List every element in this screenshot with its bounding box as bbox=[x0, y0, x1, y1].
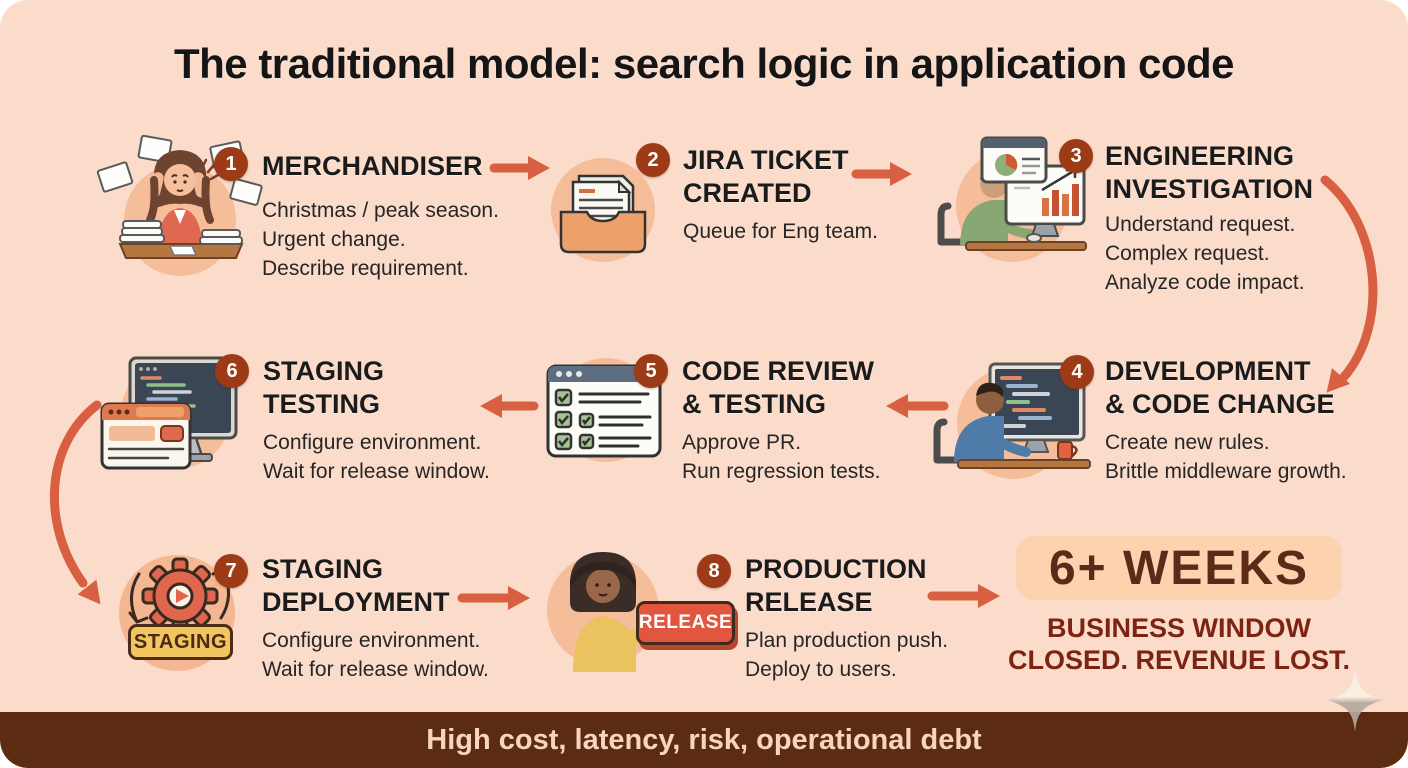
step-number-badge: 6 bbox=[215, 354, 249, 388]
arrow-right-icon bbox=[489, 156, 550, 180]
step-number-badge: 7 bbox=[214, 554, 248, 588]
step-title: JIRA TICKET CREATED bbox=[683, 145, 849, 208]
staging-monitor-illustration bbox=[100, 356, 238, 470]
step-desc: Understand request. Complex request. Ana… bbox=[1105, 213, 1305, 294]
page-title: The traditional model: search logic in a… bbox=[173, 40, 1235, 87]
footer-banner: High cost, latency, risk, operational de… bbox=[0, 712, 1408, 768]
step-desc: Queue for Eng team. bbox=[683, 220, 878, 243]
step-number-badge: 8 bbox=[697, 554, 731, 588]
step-number-badge: 2 bbox=[636, 143, 670, 177]
step-number-badge: 3 bbox=[1059, 139, 1093, 173]
release-button-illustration bbox=[547, 552, 659, 672]
engineer-analytics-illustration bbox=[937, 136, 1087, 262]
step-title: MERCHANDISER bbox=[262, 151, 483, 181]
step-desc: Create new rules. Brittle middleware gro… bbox=[1105, 431, 1347, 483]
arrow-right-icon bbox=[457, 586, 530, 610]
arrow-right-icon bbox=[851, 162, 912, 186]
footer-text: High cost, latency, risk, operational de… bbox=[426, 723, 982, 756]
jira-inbox-tray-illustration bbox=[551, 158, 655, 262]
arrow-right-icon bbox=[927, 584, 1000, 608]
step-desc: Christmas / peak season. Urgent change. … bbox=[262, 199, 499, 280]
step-desc: Configure environment. Wait for release … bbox=[263, 431, 490, 483]
step-title: STAGING DEPLOYMENT bbox=[262, 554, 450, 617]
outcome-pill: 6+ WEEKS bbox=[1016, 536, 1342, 600]
step-title: DEVELOPMENT & CODE CHANGE bbox=[1105, 356, 1335, 419]
sparkle-icon bbox=[1327, 668, 1383, 732]
step-number-badge: 1 bbox=[214, 147, 248, 181]
step-desc: Configure environment. Wait for release … bbox=[262, 629, 489, 681]
step-desc: Plan production push. Deploy to users. bbox=[745, 629, 949, 681]
arrow-left-icon bbox=[886, 394, 949, 418]
step-title: STAGING TESTING bbox=[263, 356, 384, 419]
outcome-headline: 6+ WEEKS bbox=[1048, 541, 1310, 595]
checklist-window-illustration bbox=[546, 358, 662, 462]
step-number-badge: 5 bbox=[634, 354, 668, 388]
curved-arrow-down-icon bbox=[49, 400, 102, 605]
developer-coding-illustration bbox=[933, 362, 1091, 479]
arrow-left-icon bbox=[480, 394, 539, 418]
staging-badge: STAGING bbox=[128, 624, 233, 660]
step-number-badge: 4 bbox=[1060, 355, 1094, 389]
release-button: RELEASE bbox=[636, 601, 735, 645]
curved-arrow-down-icon bbox=[1320, 175, 1378, 393]
step-title: CODE REVIEW & TESTING bbox=[682, 356, 875, 419]
step-title: ENGINEERING INVESTIGATION bbox=[1105, 141, 1314, 204]
stressed-merchandiser-illustration bbox=[96, 134, 263, 276]
step-title: PRODUCTION RELEASE bbox=[745, 554, 927, 617]
outcome-subline: BUSINESS WINDOW CLOSED. REVENUE LOST. bbox=[1007, 613, 1351, 675]
step-desc: Approve PR. Run regression tests. bbox=[682, 431, 881, 483]
